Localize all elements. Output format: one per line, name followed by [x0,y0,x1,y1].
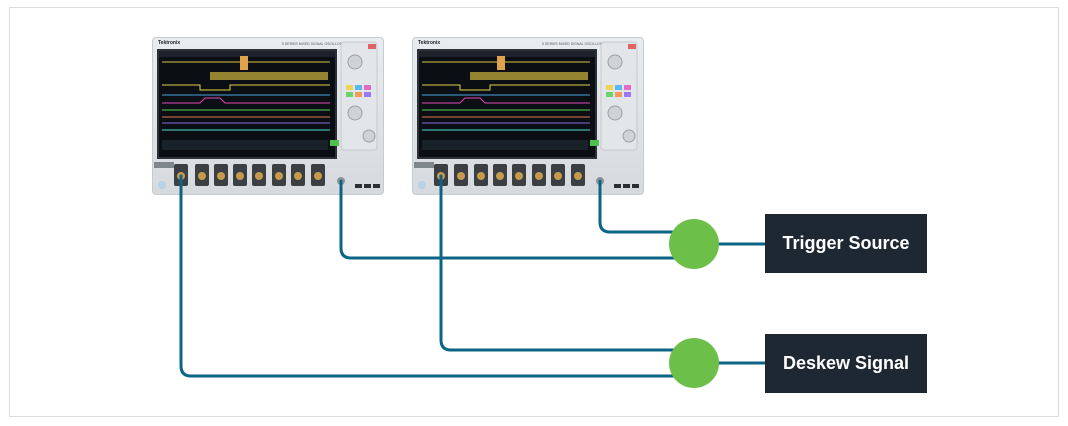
oscilloscope-1-controls [330,41,378,151]
oscilloscope-2-model: 5 SERIES MIXED SIGNAL OSCILLOSCOPE [542,42,612,46]
oscilloscope-2-connectors [414,162,639,189]
oscilloscope-1-brand: Tektronix [158,40,181,46]
oscilloscope-1-connectors [154,162,380,189]
oscilloscope-2-controls [590,41,638,151]
trigger-junction-node [669,219,719,269]
oscilloscope-1-waveforms [162,56,330,150]
cable-scope1-deskew [179,174,696,378]
oscilloscope-1-model: 5 SERIES MIXED SIGNAL OSCILLOSCOPE [282,42,352,46]
oscilloscope-2-waveforms [422,56,590,150]
oscilloscope-2-brand: Tektronix [418,40,441,46]
cable-scope1-trigger [339,179,696,260]
deskew-signal-text: Deskew Signal [782,353,910,373]
deskew-junction-node [669,338,719,388]
trigger-source-label: Trigger Source [765,214,927,273]
cable-scope2-trigger [598,179,696,234]
cable-scope2-deskew [439,174,696,352]
trigger-source-text: Trigger Source [782,233,910,253]
deskew-signal-label: Deskew Signal [765,334,927,393]
